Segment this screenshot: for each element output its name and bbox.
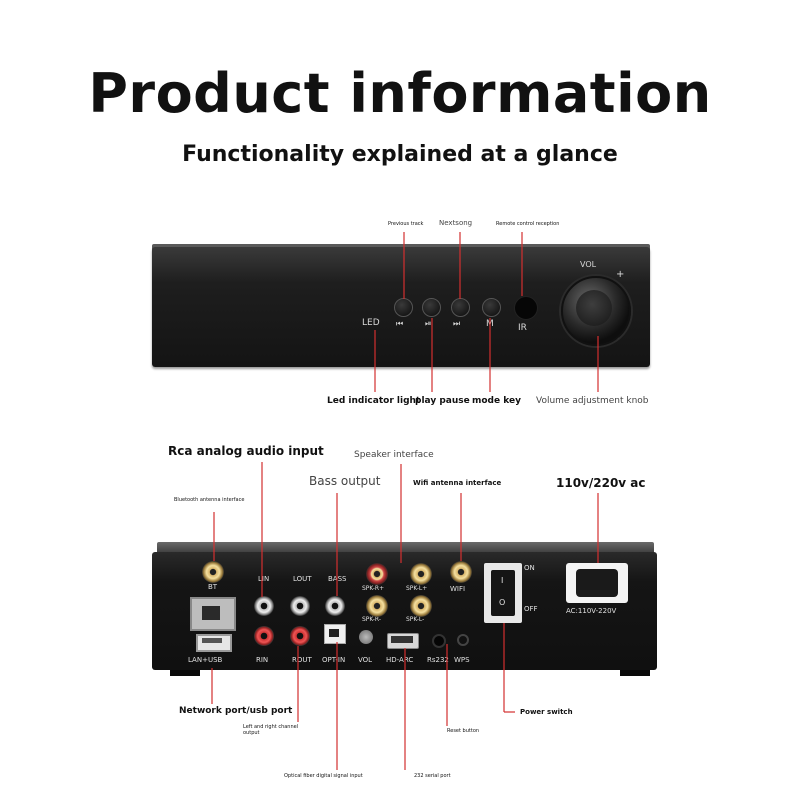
rin-rca-jack [254, 626, 274, 646]
hd-arc-label: HD-ARC [386, 656, 414, 664]
spk-l-minus-label: SPK-L- [406, 616, 425, 623]
wps-label: WPS [454, 656, 470, 664]
rear-foot-left [170, 670, 200, 676]
page-title: Product information [88, 62, 712, 125]
spk-l-plus-label: SPK-L+ [406, 585, 428, 592]
remote-control-callout: Remote control reception [496, 221, 560, 227]
mode-label: M [486, 319, 494, 329]
rout-rca-jack [290, 626, 310, 646]
rin-label: RIN [256, 656, 269, 664]
wifi-label: WIFI [450, 585, 466, 593]
next-song-callout: Nextsong [439, 219, 473, 227]
mode-button[interactable] [482, 298, 501, 317]
spk-r-plus-terminal [366, 563, 388, 585]
ac-rating-label: AC:110V-220V [566, 607, 617, 615]
lout-rca-jack [290, 596, 310, 616]
previous-track-icon: ⏮ [396, 319, 404, 328]
bass-label: BASS [328, 575, 347, 583]
lan-usb-label: LAN+USB [188, 656, 223, 664]
play-pause-button[interactable] [422, 298, 441, 317]
bass-rca-jack [325, 596, 345, 616]
rs232-label: Rs232 [427, 656, 449, 664]
lout-label: LOUT [293, 575, 312, 583]
vol-label: VOL [580, 260, 597, 269]
spk-r-plus-label: SPK-R+ [362, 585, 385, 592]
previous-track-button[interactable] [394, 298, 413, 317]
power-switch[interactable]: I O [491, 570, 515, 616]
bt-antenna-connector [202, 561, 224, 583]
bluetooth-antenna-callout: Bluetooth antenna interface [174, 497, 245, 503]
spk-r-minus-terminal [366, 595, 388, 617]
opt-in-label: OPT-IN [322, 656, 346, 664]
play-pause-callout: play pause [415, 396, 470, 406]
ir-receiver [514, 296, 538, 320]
volume-knob-callout: Volume adjustment knob [536, 396, 649, 406]
on-label: ON [524, 564, 535, 572]
ac-power-callout: 110v/220v ac [556, 476, 646, 490]
page-subtitle: Functionality explained at a glance [182, 142, 618, 167]
rear-vol-label: VOL [358, 656, 373, 664]
power-switch-on-mark: I [501, 576, 504, 585]
reset-button-callout: Reset button [447, 728, 480, 734]
front-led-label: LED [362, 318, 380, 328]
spk-l-plus-terminal [410, 563, 432, 585]
front-device-body: LED ⏮ ⏯ ⏭ M IR VOL + - [152, 247, 650, 367]
rout-label: ROUT [292, 656, 312, 664]
rear-foot-right [620, 670, 650, 676]
power-switch-off-mark: O [499, 598, 506, 607]
wifi-antenna-callout: Wifi antenna interface [413, 479, 502, 487]
previous-track-callout: Previous track [388, 221, 424, 227]
rca-input-callout: Rca analog audio input [168, 444, 324, 458]
wps-reset-button[interactable] [457, 634, 469, 646]
off-label: OFF [524, 605, 538, 613]
hdmi-arc-socket [391, 636, 413, 643]
rear-device-top-edge [157, 542, 654, 554]
vol-plus-label: + [616, 269, 625, 280]
network-usb-callout: Network port/usb port [179, 706, 293, 716]
lr-output-callout: Left and right channel output [243, 724, 299, 736]
power-switch-callout: Power switch [520, 708, 573, 716]
led-indicator-callout: Led indicator light [327, 396, 421, 406]
optical-input-callout: Optical fiber digital signal input [284, 773, 363, 779]
volume-knob-cap [576, 290, 612, 326]
usb-port-socket [202, 638, 222, 643]
spk-l-minus-terminal [410, 595, 432, 617]
spk-r-minus-label: SPK-R- [362, 616, 381, 623]
vol-minus-label: - [616, 333, 620, 344]
optical-input-socket [329, 629, 339, 637]
lin-rca-jack [254, 596, 274, 616]
usb-port [196, 634, 232, 652]
next-song-icon: ⏭ [453, 319, 461, 328]
ir-label: IR [518, 323, 527, 333]
bass-output-callout: Bass output [309, 474, 381, 488]
play-pause-icon: ⏯ [425, 319, 432, 328]
wifi-antenna-connector [450, 561, 472, 583]
serial-port-callout: 232 serial port [414, 773, 451, 779]
rs232-port [432, 634, 446, 648]
vol-screw [359, 630, 373, 644]
mode-key-callout: mode key [472, 396, 521, 406]
bt-label: BT [208, 583, 218, 591]
ac-power-inlet [576, 569, 618, 597]
speaker-interface-callout: Speaker interface [354, 450, 434, 460]
lan-port-socket [202, 606, 220, 620]
lin-label: LIN [258, 575, 270, 583]
next-song-button[interactable] [451, 298, 470, 317]
